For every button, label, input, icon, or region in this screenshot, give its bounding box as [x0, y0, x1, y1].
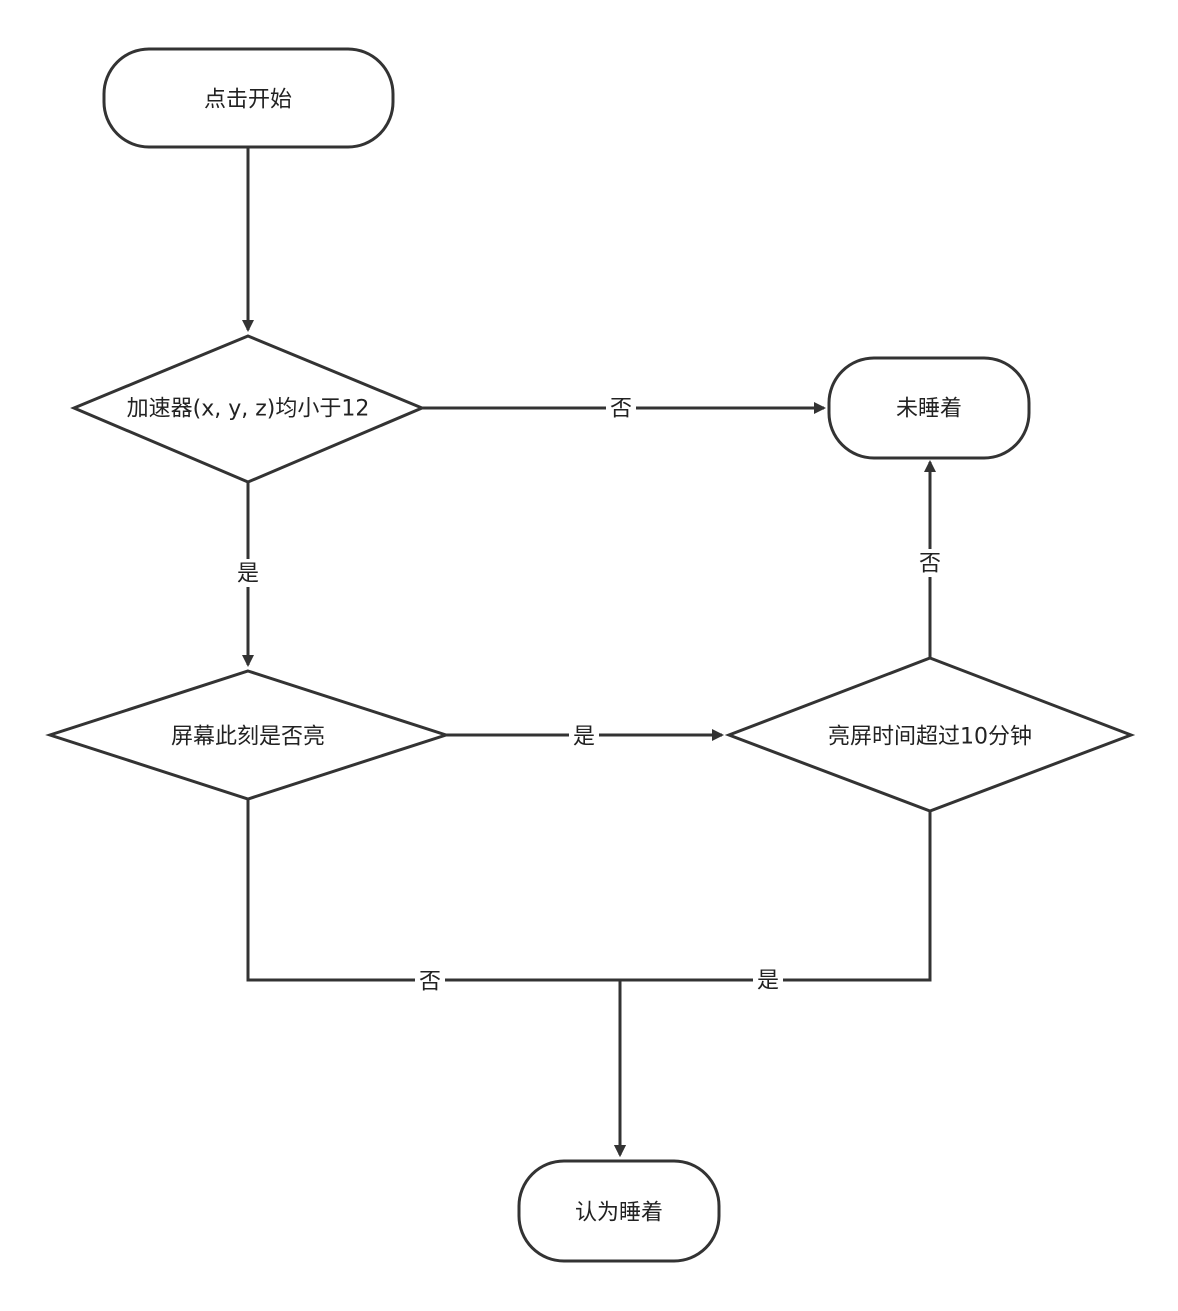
node-asleep-label: 认为睡着	[575, 1201, 663, 1226]
node-not-asleep: 未睡着	[827, 356, 1031, 460]
node-decision-screen-label: 屏幕此刻是否亮	[171, 725, 325, 750]
node-decision-time-label: 亮屏时间超过10分钟	[828, 725, 1032, 750]
edge-label-accel-yes: 是	[237, 562, 259, 587]
edges	[242, 147, 936, 1157]
edge-label-time-no: 否	[919, 552, 941, 577]
edge-label-screen-yes: 是	[573, 725, 595, 750]
node-start: 点击开始	[102, 47, 395, 149]
edge-labels: 否 是 是 否 否 是	[233, 394, 945, 995]
node-decision-accel-label: 加速器(x, y, z)均小于12	[127, 397, 370, 422]
edge-label-accel-no: 否	[610, 397, 632, 422]
edge-label-time-yes: 是	[757, 969, 779, 994]
node-asleep: 认为睡着	[517, 1159, 721, 1263]
node-start-label: 点击开始	[204, 88, 292, 113]
node-not-asleep-label: 未睡着	[896, 397, 962, 422]
edge-label-screen-no: 否	[419, 970, 441, 995]
node-decision-time: 亮屏时间超过10分钟	[724, 656, 1136, 813]
node-decision-accel: 加速器(x, y, z)均小于12	[70, 334, 426, 484]
node-decision-screen: 屏幕此刻是否亮	[45, 669, 451, 801]
